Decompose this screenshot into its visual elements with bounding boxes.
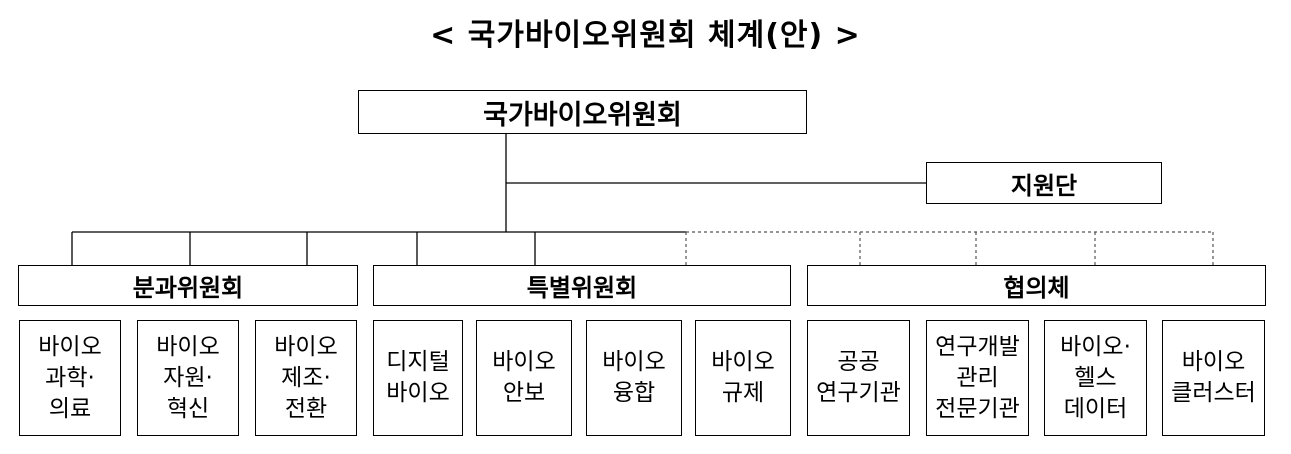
group-node-council: 협의체: [807, 265, 1266, 306]
group-node-subcommittee: 분과위원회: [18, 265, 358, 306]
group-label: 특별위원회: [526, 274, 638, 302]
leaf-label: 바이오 규제: [711, 349, 775, 406]
leaf-label: 바이오 자원· 혁신: [156, 333, 220, 422]
leaf-label: 바이오 클러스터: [1171, 349, 1256, 406]
leaf-label: 연구개발 관리 전문기관: [935, 333, 1020, 422]
leaf-node: 바이오 규제: [695, 320, 791, 436]
leaf-label: 공공 연구기관: [816, 349, 901, 406]
leaf-node: 바이오 자원· 혁신: [137, 320, 239, 436]
diagram-title: < 국가바이오위원회 체계(안) >: [430, 18, 861, 53]
group-label: 분과위원회: [132, 274, 244, 302]
leaf-label: 바이오· 헬스 데이터: [1060, 333, 1131, 422]
leaf-node: 바이오· 헬스 데이터: [1044, 320, 1147, 436]
root-label: 국가바이오위원회: [483, 99, 682, 131]
group-node-special-committee: 특별위원회: [373, 265, 791, 306]
leaf-node: 바이오 과학· 의료: [19, 320, 121, 436]
support-node: 지원단: [926, 162, 1162, 204]
leaf-label: 바이오 안보: [492, 349, 556, 406]
leaf-node: 바이오 융합: [586, 320, 682, 436]
leaf-label: 바이오 과학· 의료: [38, 333, 102, 422]
leaf-node: 연구개발 관리 전문기관: [926, 320, 1029, 436]
support-label: 지원단: [1010, 171, 1078, 200]
leaf-node: 바이오 클러스터: [1162, 320, 1265, 436]
leaf-node: 바이오 안보: [476, 320, 572, 436]
leaf-label: 디지털 바이오: [386, 349, 450, 406]
leaf-node: 디지털 바이오: [373, 320, 463, 436]
group-label: 협의체: [1003, 274, 1070, 302]
leaf-node: 공공 연구기관: [807, 320, 910, 436]
root-node: 국가바이오위원회: [358, 90, 807, 134]
leaf-node: 바이오 제조· 전환: [255, 320, 357, 436]
leaf-label: 바이오 제조· 전환: [274, 333, 338, 422]
leaf-label: 바이오 융합: [602, 349, 666, 406]
